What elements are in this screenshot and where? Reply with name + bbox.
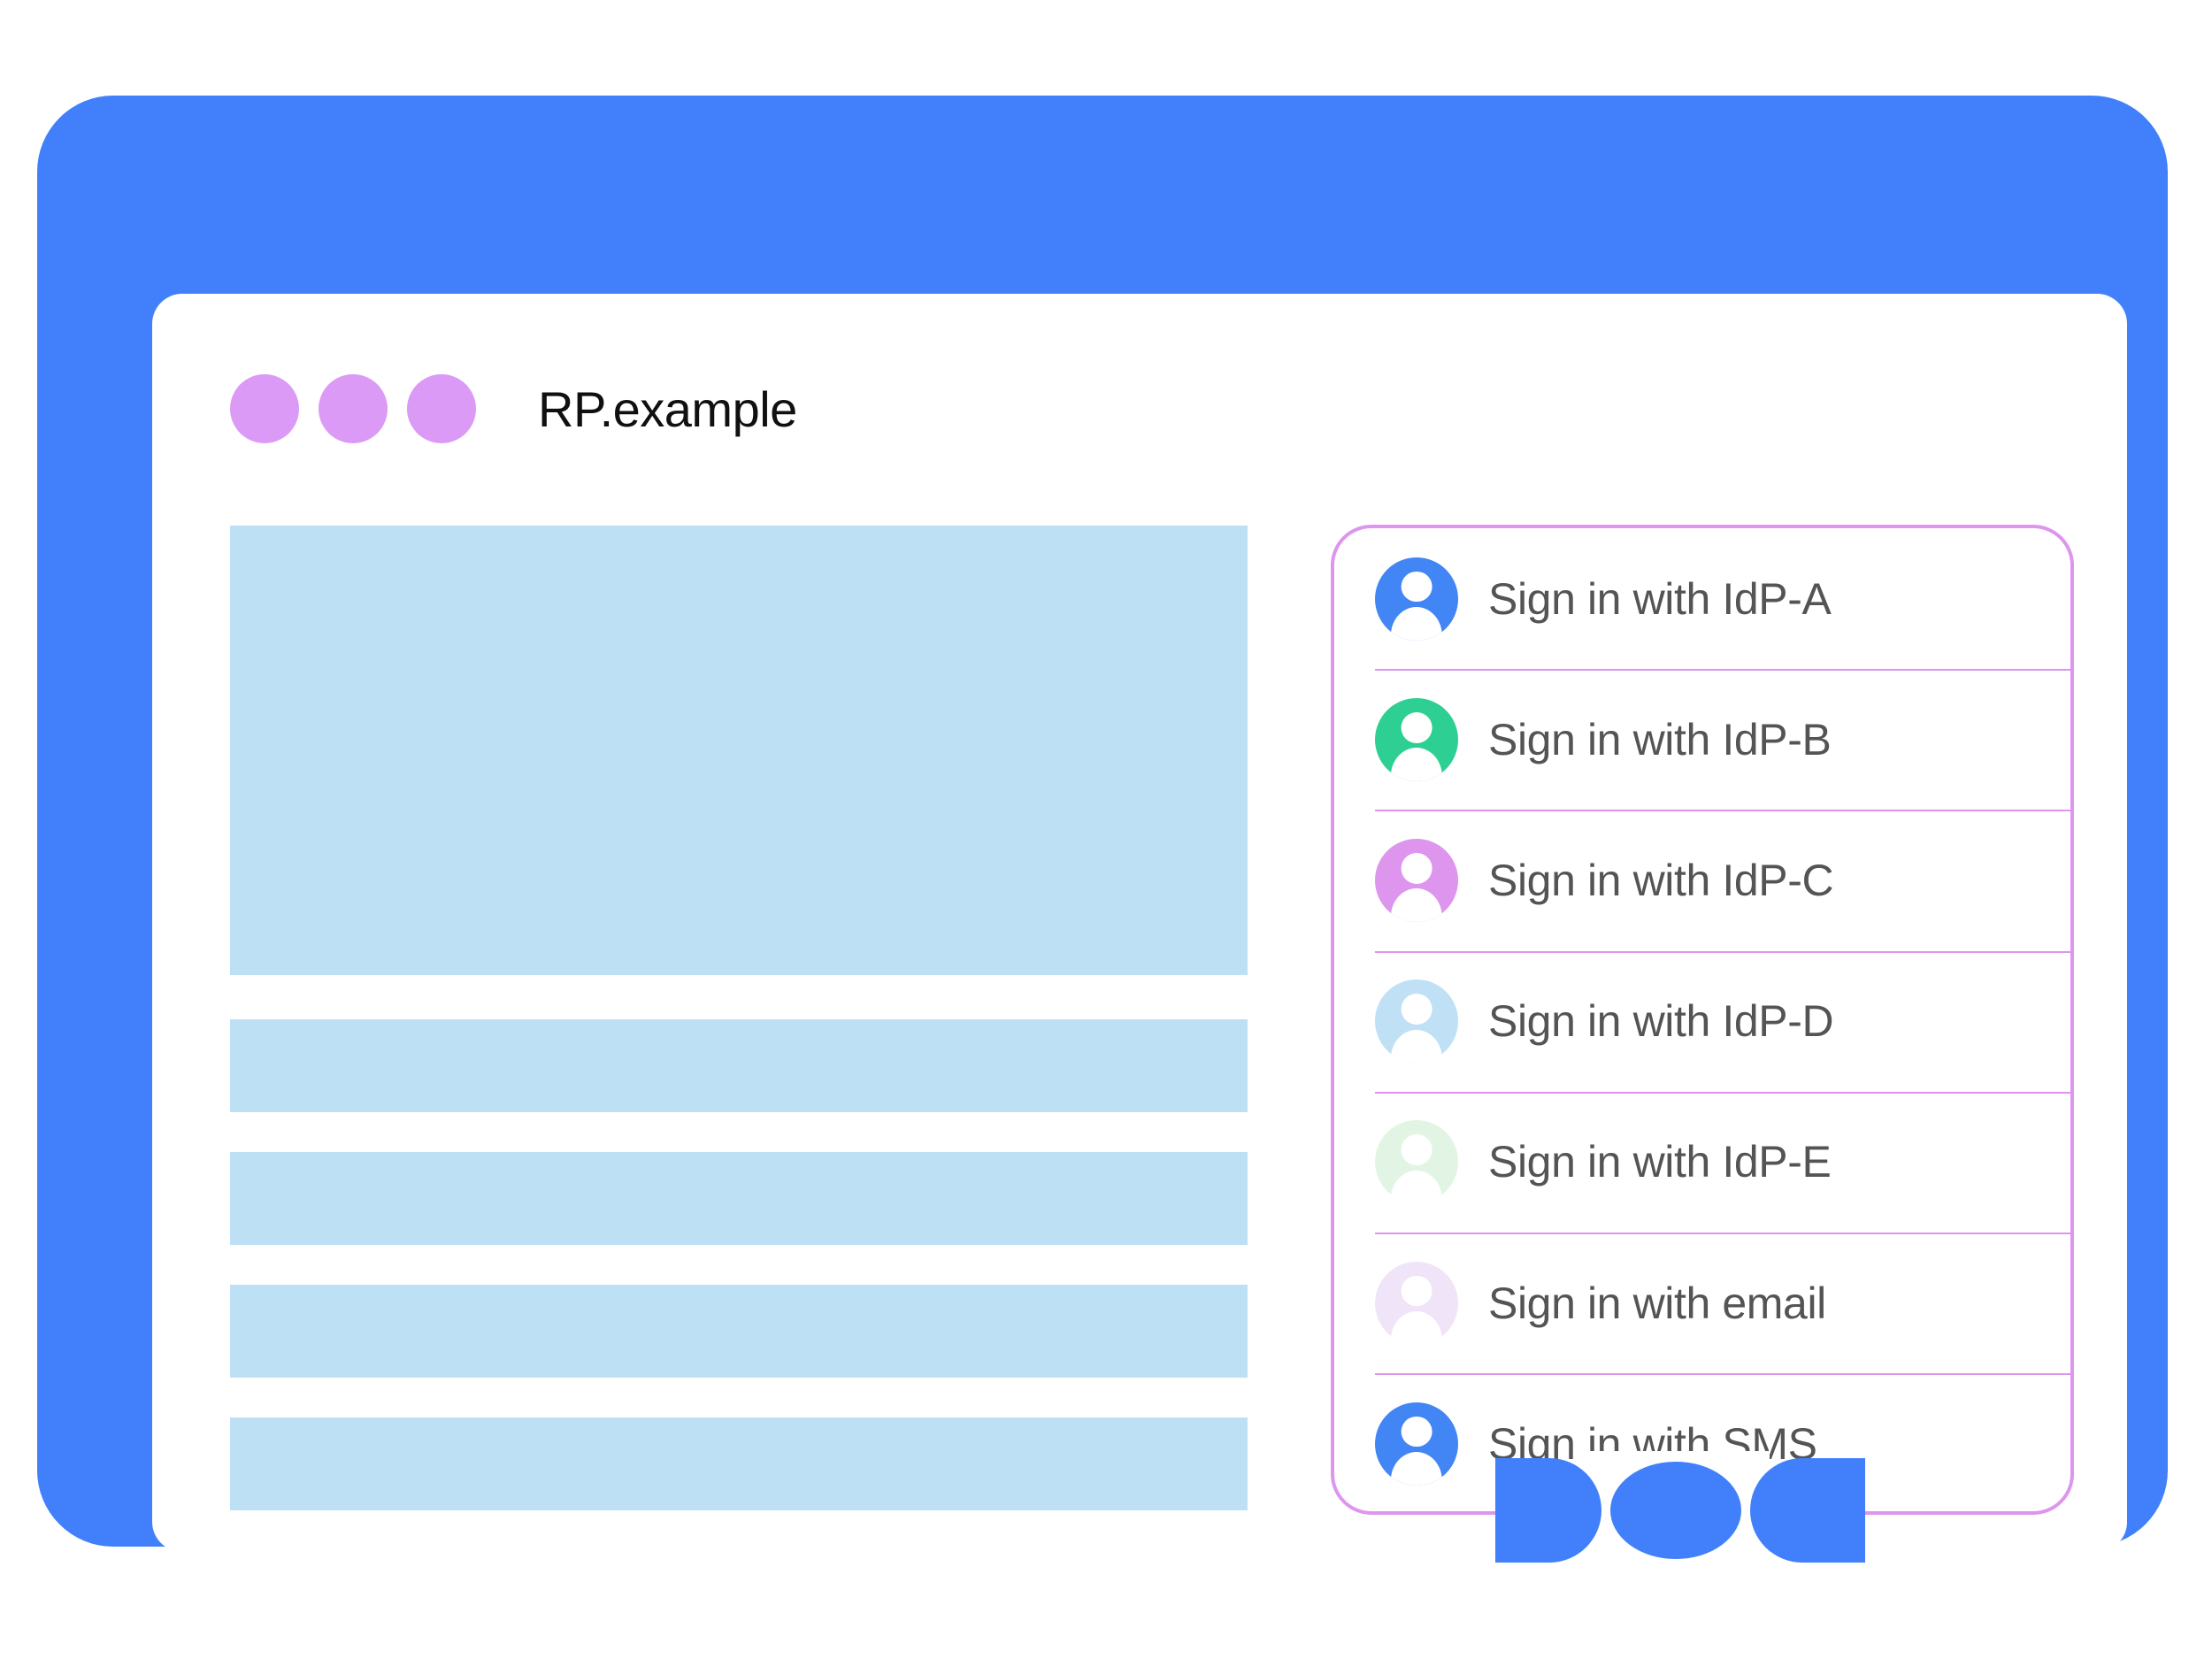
content-block-line-2 (230, 1152, 1248, 1245)
account-row[interactable]: Sign in with IdP-D (1334, 950, 2070, 1092)
account-chooser-panel: Sign in with IdP-A Sign in with IdP-B Si… (1331, 525, 2074, 1515)
device-screen: RP.example Sign in with IdP-A Sign in wi… (152, 294, 2127, 1552)
avatar-icon (1375, 697, 1458, 781)
home-button[interactable] (1610, 1462, 1741, 1559)
avatar-icon (1375, 1120, 1458, 1204)
account-row[interactable]: Sign in with email (1334, 1232, 2070, 1373)
tab-dot-2[interactable] (319, 374, 388, 443)
account-row[interactable]: Sign in with IdP-B (1334, 669, 2070, 810)
account-row[interactable]: Sign in with IdP-C (1334, 810, 2070, 950)
device-frame: RP.example Sign in with IdP-A Sign in wi… (37, 96, 2168, 1552)
site-title: RP.example (538, 380, 797, 437)
bezel-left-cap (1495, 1458, 1601, 1563)
avatar-icon (1375, 557, 1458, 641)
account-label: Sign in with IdP-A (1488, 573, 1832, 624)
content-block-hero (230, 526, 1248, 975)
avatar-icon (1375, 1261, 1458, 1345)
avatar-icon (1375, 979, 1458, 1064)
avatar-icon (1375, 838, 1458, 922)
account-row[interactable]: Sign in with IdP-A (1334, 528, 2070, 669)
content-block-line-1 (230, 1019, 1248, 1112)
account-label: Sign in with IdP-B (1488, 714, 1832, 764)
bezel-right-cap (1750, 1458, 1865, 1563)
browser-header: RP.example (230, 368, 797, 449)
account-label: Sign in with IdP-E (1488, 1137, 1832, 1187)
account-label: Sign in with email (1488, 1278, 1826, 1328)
avatar-icon (1375, 1402, 1458, 1486)
account-row[interactable]: Sign in with IdP-E (1334, 1091, 2070, 1233)
content-block-line-4 (230, 1417, 1248, 1510)
tab-dot-3[interactable] (407, 374, 476, 443)
account-label: Sign in with IdP-C (1488, 855, 1834, 905)
content-block-line-3 (230, 1285, 1248, 1378)
account-label: Sign in with IdP-D (1488, 996, 1834, 1047)
tab-dot-1[interactable] (230, 374, 299, 443)
page-content-placeholder (230, 526, 1248, 1510)
